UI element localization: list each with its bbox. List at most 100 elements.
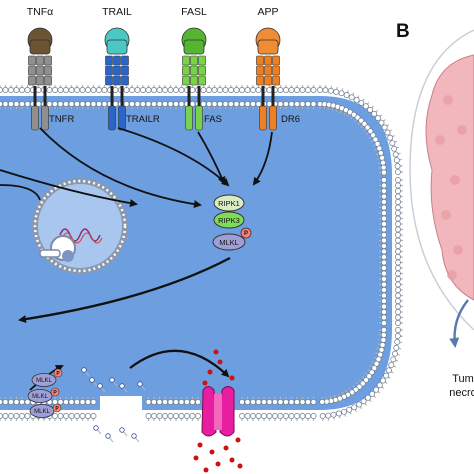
lipid-head [288,101,295,107]
ion-dot [235,437,241,443]
lipid-head [13,87,20,93]
lipid-head [156,101,163,107]
ion-dot [203,467,209,473]
lipid-head [63,87,69,93]
lipid-head [395,303,401,310]
ligand-body [257,39,279,55]
lipid-head [319,399,326,405]
lipid-head [85,101,91,107]
tumor-spot [435,135,445,145]
lipid-head [52,87,58,93]
lipid-head [206,101,212,107]
lipid-head [8,413,14,419]
ripk3-node [213,211,245,229]
lipid-head [178,101,185,107]
lipid-head [381,204,387,211]
lipid-head [178,413,185,419]
lipid-head [305,87,311,93]
lipid-head [90,87,97,93]
lipid-head [335,410,342,417]
ripk1-node [213,194,245,212]
lipid-head [381,314,387,321]
lipid-head [395,237,401,244]
ligand-body [183,39,205,55]
lipid-head [343,92,350,99]
ion-dot [223,445,229,451]
tumor-spot [450,175,460,185]
arrow-fas [197,131,226,185]
lipid-head [68,87,75,93]
lipid-head [381,169,387,176]
lipid-head [228,87,234,93]
lipid-head [317,87,323,93]
transmembrane-segment [110,86,114,106]
lipid-head [151,413,157,419]
lipid-head [52,413,58,419]
lipid-head [228,101,234,107]
lipid-head [380,377,387,384]
nucleus [32,178,128,274]
receptor-domain [113,55,121,66]
lipid-head [151,399,157,405]
lipid-head [395,270,401,277]
lipid-head [381,320,387,326]
lipid-head [305,399,311,405]
lipid-head [283,87,289,93]
lipid-head [305,101,311,107]
lipid-head [277,87,284,93]
transmembrane-segment [33,86,37,106]
lipid-head [57,101,64,107]
receptor-domain [182,65,190,76]
receptor-domain [36,75,44,86]
transmembrane-segment [261,86,265,106]
lipid-head [222,87,229,93]
lipid-head [395,188,401,194]
lipid-head [393,344,400,351]
lipid-head [0,399,3,405]
lipid-head [330,411,337,418]
death-domain [118,105,126,131]
lipid-head [381,259,387,266]
lipid-head [24,101,31,107]
lipid-head [244,399,251,405]
lipid-head [167,101,174,107]
channel-left [201,386,217,437]
lipid-head [200,87,207,93]
lipid-head [351,404,358,411]
lipid-fragment-head [109,377,115,383]
lipid-head [156,413,163,419]
lipid-head [217,101,223,107]
receptor-domain [44,75,52,86]
panel-b-caption-2: necro [449,387,474,399]
lipid-head [395,287,401,293]
lipid-head [381,281,387,288]
lipid-head [189,399,196,405]
lipid-head [189,87,196,93]
lipid-head [381,327,387,333]
lipid-head [395,248,401,255]
receptor-label-trailr: TRAILR [126,114,160,125]
lipid-head [381,177,387,183]
arrow-dr6 [252,131,273,186]
lipid-head [266,399,273,405]
lipid-head [74,413,80,419]
lipid-head [0,87,3,93]
panel-b: B Tum necro [396,21,474,399]
lipid-head [379,154,386,161]
receptor-domain [272,55,280,66]
lipid-head [333,88,340,95]
tumor-necrotic-spots [435,95,467,280]
lipid-head [353,96,360,103]
lipid-head [96,101,102,107]
lipid-head [2,87,9,93]
lipid-head [57,413,64,419]
lipid-head [79,399,86,405]
lipid-head [239,87,245,93]
lipid-head [19,413,25,419]
ion-dot [215,461,221,467]
lipid-head [277,413,284,419]
lipid-head [272,413,278,419]
ripk1-label: RIPK1 [218,199,240,208]
lipid-head [79,101,86,107]
